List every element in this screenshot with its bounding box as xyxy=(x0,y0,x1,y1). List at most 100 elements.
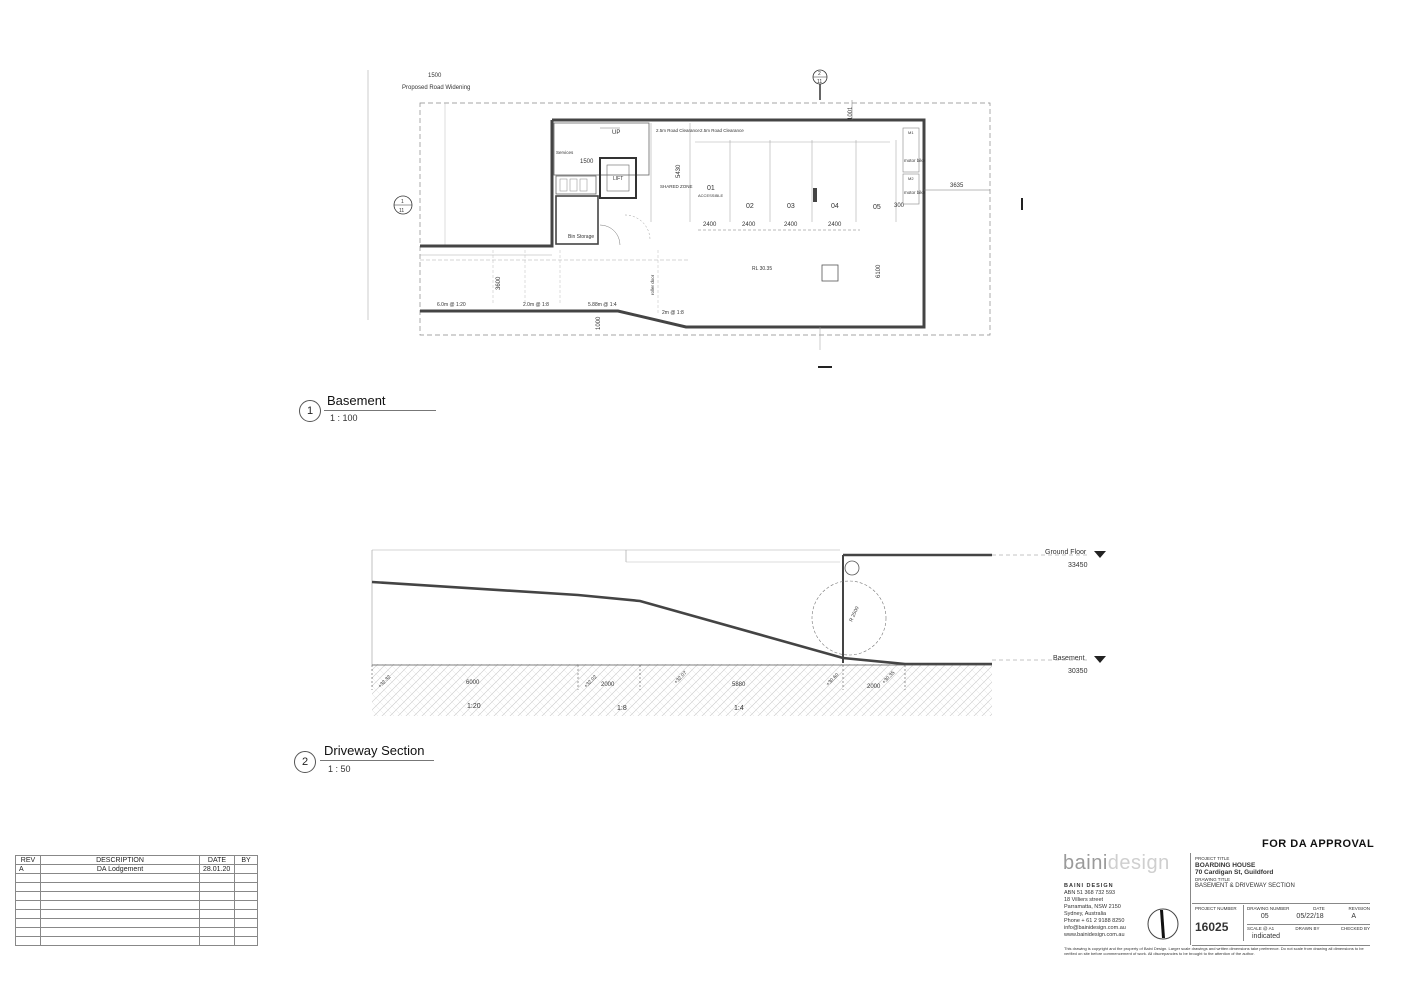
basement-inner-wall xyxy=(420,120,554,248)
dim-6100: 6100 xyxy=(876,264,882,278)
bin-storage-label: Bin Storage xyxy=(568,234,594,240)
space-02: 02 xyxy=(746,203,754,210)
roller-door-label: roller door xyxy=(650,274,655,295)
basement-level-name: Basement xyxy=(1053,655,1085,662)
road-clearance-label-2: 2.5m Road Clearance xyxy=(700,128,744,133)
dim-1500-core: 1500 xyxy=(580,159,594,165)
table-row xyxy=(15,918,258,928)
north-arrow-circle xyxy=(1147,908,1179,940)
ground-floor-level-name: Ground Floor xyxy=(1045,549,1087,556)
grade-1: 1:20 xyxy=(467,703,481,710)
firm-name: BAINI DESIGN xyxy=(1064,883,1114,889)
motorbike-bay-2 xyxy=(902,173,920,205)
dim-1000: 1000 xyxy=(596,316,602,330)
firm-logo: bainidesign xyxy=(1063,852,1170,875)
drawing-number-label: DRAWING NUMBER xyxy=(1247,906,1290,911)
table-row xyxy=(15,909,258,919)
basement-title-underline xyxy=(324,410,436,411)
title-block-frame xyxy=(1190,853,1371,945)
ground-hatch xyxy=(372,664,992,716)
accessible-label: ACCESSIBLE xyxy=(698,193,723,198)
basement-plan: 1500 Proposed Road Widening 2 11 1 11 UP… xyxy=(367,69,1023,368)
motor-bike-label-2: motor bike xyxy=(904,190,926,195)
space-03: 03 xyxy=(787,203,795,210)
length-1: 6000 xyxy=(466,680,480,686)
drawing-meta-grid: DRAWING NUMBER DATE REVISION 05 05/22/18… xyxy=(1247,905,1370,942)
drawing-scale: indicated xyxy=(1252,933,1281,940)
width-2400-3: 2400 xyxy=(784,222,798,228)
motorbike-01: M1 xyxy=(908,130,914,135)
ramp-segment-2: 2.0m @ 1:8 xyxy=(523,302,549,308)
table-row xyxy=(15,936,258,946)
lift-shaft xyxy=(599,157,637,199)
scale-label: SCALE @ A1 xyxy=(1247,926,1275,931)
driveway-title-underline xyxy=(320,760,434,761)
firm-phone: Phone + 61 2 9188 8250 xyxy=(1064,918,1125,924)
basement-view-number: 1 xyxy=(299,400,321,422)
motor-bike-label-1: motor bike xyxy=(904,158,926,163)
road-clearance-label-1: 2.5m Road Clearance xyxy=(656,128,700,133)
length-2: 2000 xyxy=(601,682,615,688)
basement-outer-wall xyxy=(420,118,926,329)
revision-table: REV DESCRIPTION DATE BY A DA Lodgement 2… xyxy=(15,855,258,946)
section-marker-left-number: 1 xyxy=(401,199,404,205)
services-room xyxy=(555,175,597,195)
drawing-title: BASEMENT & DRIVEWAY SECTION xyxy=(1195,883,1295,889)
ramp-segment-4: 2m @ 1:8 xyxy=(662,310,684,316)
project-info: PROJECT TITLE BOARDING HOUSE 70 Cardigan… xyxy=(1195,855,1295,890)
rev-cell: A xyxy=(15,864,41,874)
clearance-circle xyxy=(811,580,887,656)
table-row xyxy=(15,882,258,892)
drawing-revision: A xyxy=(1351,913,1357,920)
ramp-segment-1: 6.0m @ 1:20 xyxy=(437,302,466,308)
driveway-view-scale: 1 : 50 xyxy=(328,764,351,774)
project-number-cell: PROJECT NUMBER 16025 xyxy=(1195,905,1244,941)
grade-3: 1:4 xyxy=(734,705,744,712)
date-header: DATE xyxy=(199,855,235,865)
firm-address-2: Parramatta, NSW 2150 xyxy=(1064,904,1121,910)
north-arrow xyxy=(1147,908,1179,940)
by-cell xyxy=(234,864,258,874)
firm-address-1: 18 Villiers street xyxy=(1064,897,1104,903)
approval-status: FOR DA APPROVAL xyxy=(1262,838,1375,850)
drawing-date: 05/22/18 xyxy=(1296,913,1324,920)
sump-pit xyxy=(821,264,839,282)
revision-label: REVISION xyxy=(1348,906,1370,911)
project-title: BOARDING HOUSE xyxy=(1195,862,1256,869)
motorbike-bay-1 xyxy=(902,127,920,173)
basement-level-marker xyxy=(1094,656,1106,663)
driveway-view-number: 2 xyxy=(294,751,316,773)
project-address: 70 Cardigan St, Guildford xyxy=(1195,869,1274,876)
grade-2: 1:8 xyxy=(617,705,627,712)
driveway-slab xyxy=(371,580,992,666)
description-cell: DA Lodgement xyxy=(40,864,200,874)
dim-3635: 3635 xyxy=(950,183,964,189)
rev-header: REV xyxy=(15,855,41,865)
table-row: A DA Lodgement 28.01.20 xyxy=(15,864,258,874)
logo-bold: baini xyxy=(1063,852,1108,874)
section-marker-top-number: 2 xyxy=(818,71,821,77)
north-arrow-needle xyxy=(1160,910,1165,938)
firm-details: BAINI DESIGN ABN 51 368 732 593 18 Villi… xyxy=(1064,883,1126,939)
motorbike-02: M2 xyxy=(908,176,914,181)
ground-floor-level-value: 33450 xyxy=(1068,562,1088,569)
stair-up-label: UP xyxy=(612,130,620,136)
firm-web: www.bainidesign.com.au xyxy=(1064,932,1125,938)
road-widening-dim: 1500 xyxy=(428,73,442,79)
copyright-note: This drawing is copyright and the proper… xyxy=(1064,946,1364,956)
basement-view-title: Basement xyxy=(327,393,386,408)
firm-email: info@bainidesign.com.au xyxy=(1064,925,1126,931)
driveway-view-title: Driveway Section xyxy=(324,743,425,758)
project-number-label: PROJECT NUMBER xyxy=(1195,906,1237,911)
drawn-by-label: DRAWN BY xyxy=(1295,926,1320,931)
lift-label: LIFT xyxy=(613,176,623,182)
door-swing xyxy=(599,224,621,246)
table-row xyxy=(15,873,258,883)
width-2400-2: 2400 xyxy=(742,222,756,228)
site-boundary xyxy=(419,102,991,336)
table-row xyxy=(15,927,258,937)
width-2400-1: 2400 xyxy=(703,222,717,228)
ground-floor-level-marker xyxy=(1094,551,1106,558)
driveway-section: R 2500 Ground Floor 33450 Basement 30350… xyxy=(371,549,1106,716)
section-marker-top-sheet: 11 xyxy=(817,79,822,85)
